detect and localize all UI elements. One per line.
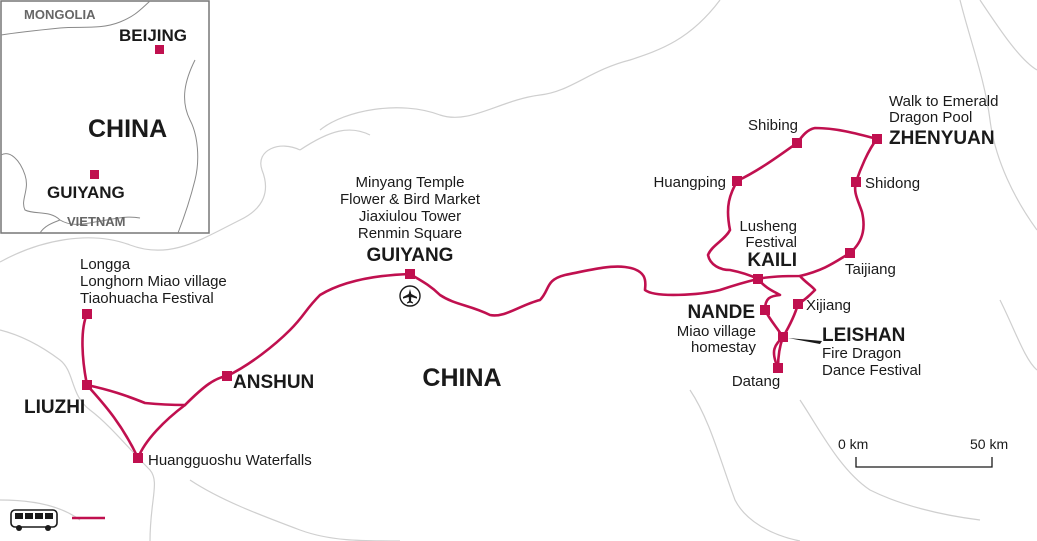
label-homestay: homestay <box>691 339 757 356</box>
label-nande: NANDE <box>687 302 755 323</box>
inset-label-guiyang: GUIYANG <box>47 183 125 202</box>
label-china: CHINA <box>422 364 501 392</box>
inset-label-vietnam: VIETNAM <box>67 214 126 229</box>
marker-datang <box>773 363 783 373</box>
label-shidong: Shidong <box>865 175 920 192</box>
label-dragon-pool: Dragon Pool <box>889 109 972 126</box>
marker-anshun <box>222 371 232 381</box>
label-flower-bird-market: Flower & Bird Market <box>340 191 481 208</box>
label-fire-dragon: Fire Dragon <box>822 345 901 362</box>
airplane-icon <box>399 285 421 307</box>
route-stop-markers <box>82 134 882 463</box>
marker-liuzhi <box>82 380 92 390</box>
scale-start-label: 0 km <box>838 436 868 452</box>
inset-map: MONGOLIA BEIJING CHINA GUIYANG VIETNAM <box>0 0 210 234</box>
label-guiyang: GUIYANG <box>367 245 454 266</box>
label-leishan: LEISHAN <box>822 325 905 346</box>
marker-huangguoshu <box>133 453 143 463</box>
label-emerald-walk: Walk to Emerald <box>889 93 998 110</box>
marker-shibing <box>792 138 802 148</box>
inset-frame <box>0 0 210 234</box>
marker-longga <box>82 309 92 319</box>
label-renmin-square: Renmin Square <box>358 225 462 242</box>
label-tiaohuacha: Tiaohuacha Festival <box>80 290 214 307</box>
marker-shidong <box>851 177 861 187</box>
bus-icon <box>10 509 58 531</box>
inset-borders <box>0 0 199 234</box>
marker-leishan <box>778 332 788 342</box>
label-festival: Festival <box>745 234 797 251</box>
label-jiaxiulou-tower: Jiaxiulou Tower <box>359 208 461 225</box>
legend <box>10 509 105 531</box>
inset-label-beijing: BEIJING <box>119 26 187 45</box>
label-miao-village: Miao village <box>677 323 756 340</box>
scale-bar: 0 km 50 km <box>838 436 1008 468</box>
map-labels: Longga Longhorn Miao village Tiaohuacha … <box>24 93 998 469</box>
label-xijiang: Xijiang <box>806 297 851 314</box>
inset-guiyang-marker <box>90 170 99 179</box>
marker-guiyang <box>405 269 415 279</box>
marker-zhenyuan <box>872 134 882 144</box>
label-huangping: Huangping <box>653 174 726 191</box>
label-longhorn-miao: Longhorn Miao village <box>80 273 227 290</box>
leishan-pointer <box>788 338 822 344</box>
label-zhenyuan: ZHENYUAN <box>889 128 995 149</box>
inset-beijing-marker <box>155 45 164 54</box>
label-kaili: KAILI <box>747 250 797 271</box>
label-huangguoshu: Huangguoshu Waterfalls <box>148 452 312 469</box>
marker-xijiang <box>793 299 803 309</box>
inset-label-china: CHINA <box>88 115 167 143</box>
marker-huangping <box>732 176 742 186</box>
marker-taijiang <box>845 248 855 258</box>
label-datang: Datang <box>732 373 780 390</box>
label-longga: Longga <box>80 256 131 273</box>
marker-nande <box>760 305 770 315</box>
label-dance-festival: Dance Festival <box>822 362 921 379</box>
label-shibing: Shibing <box>748 117 798 134</box>
scale-end-label: 50 km <box>970 436 1008 452</box>
label-taijiang: Taijiang <box>845 261 896 278</box>
label-anshun: ANSHUN <box>233 372 314 393</box>
label-lusheng: Lusheng <box>739 218 797 235</box>
label-minyang-temple: Minyang Temple <box>356 174 465 191</box>
label-liuzhi: LIUZHI <box>24 397 85 418</box>
inset-label-mongolia: MONGOLIA <box>24 7 96 22</box>
marker-kaili <box>753 274 763 284</box>
